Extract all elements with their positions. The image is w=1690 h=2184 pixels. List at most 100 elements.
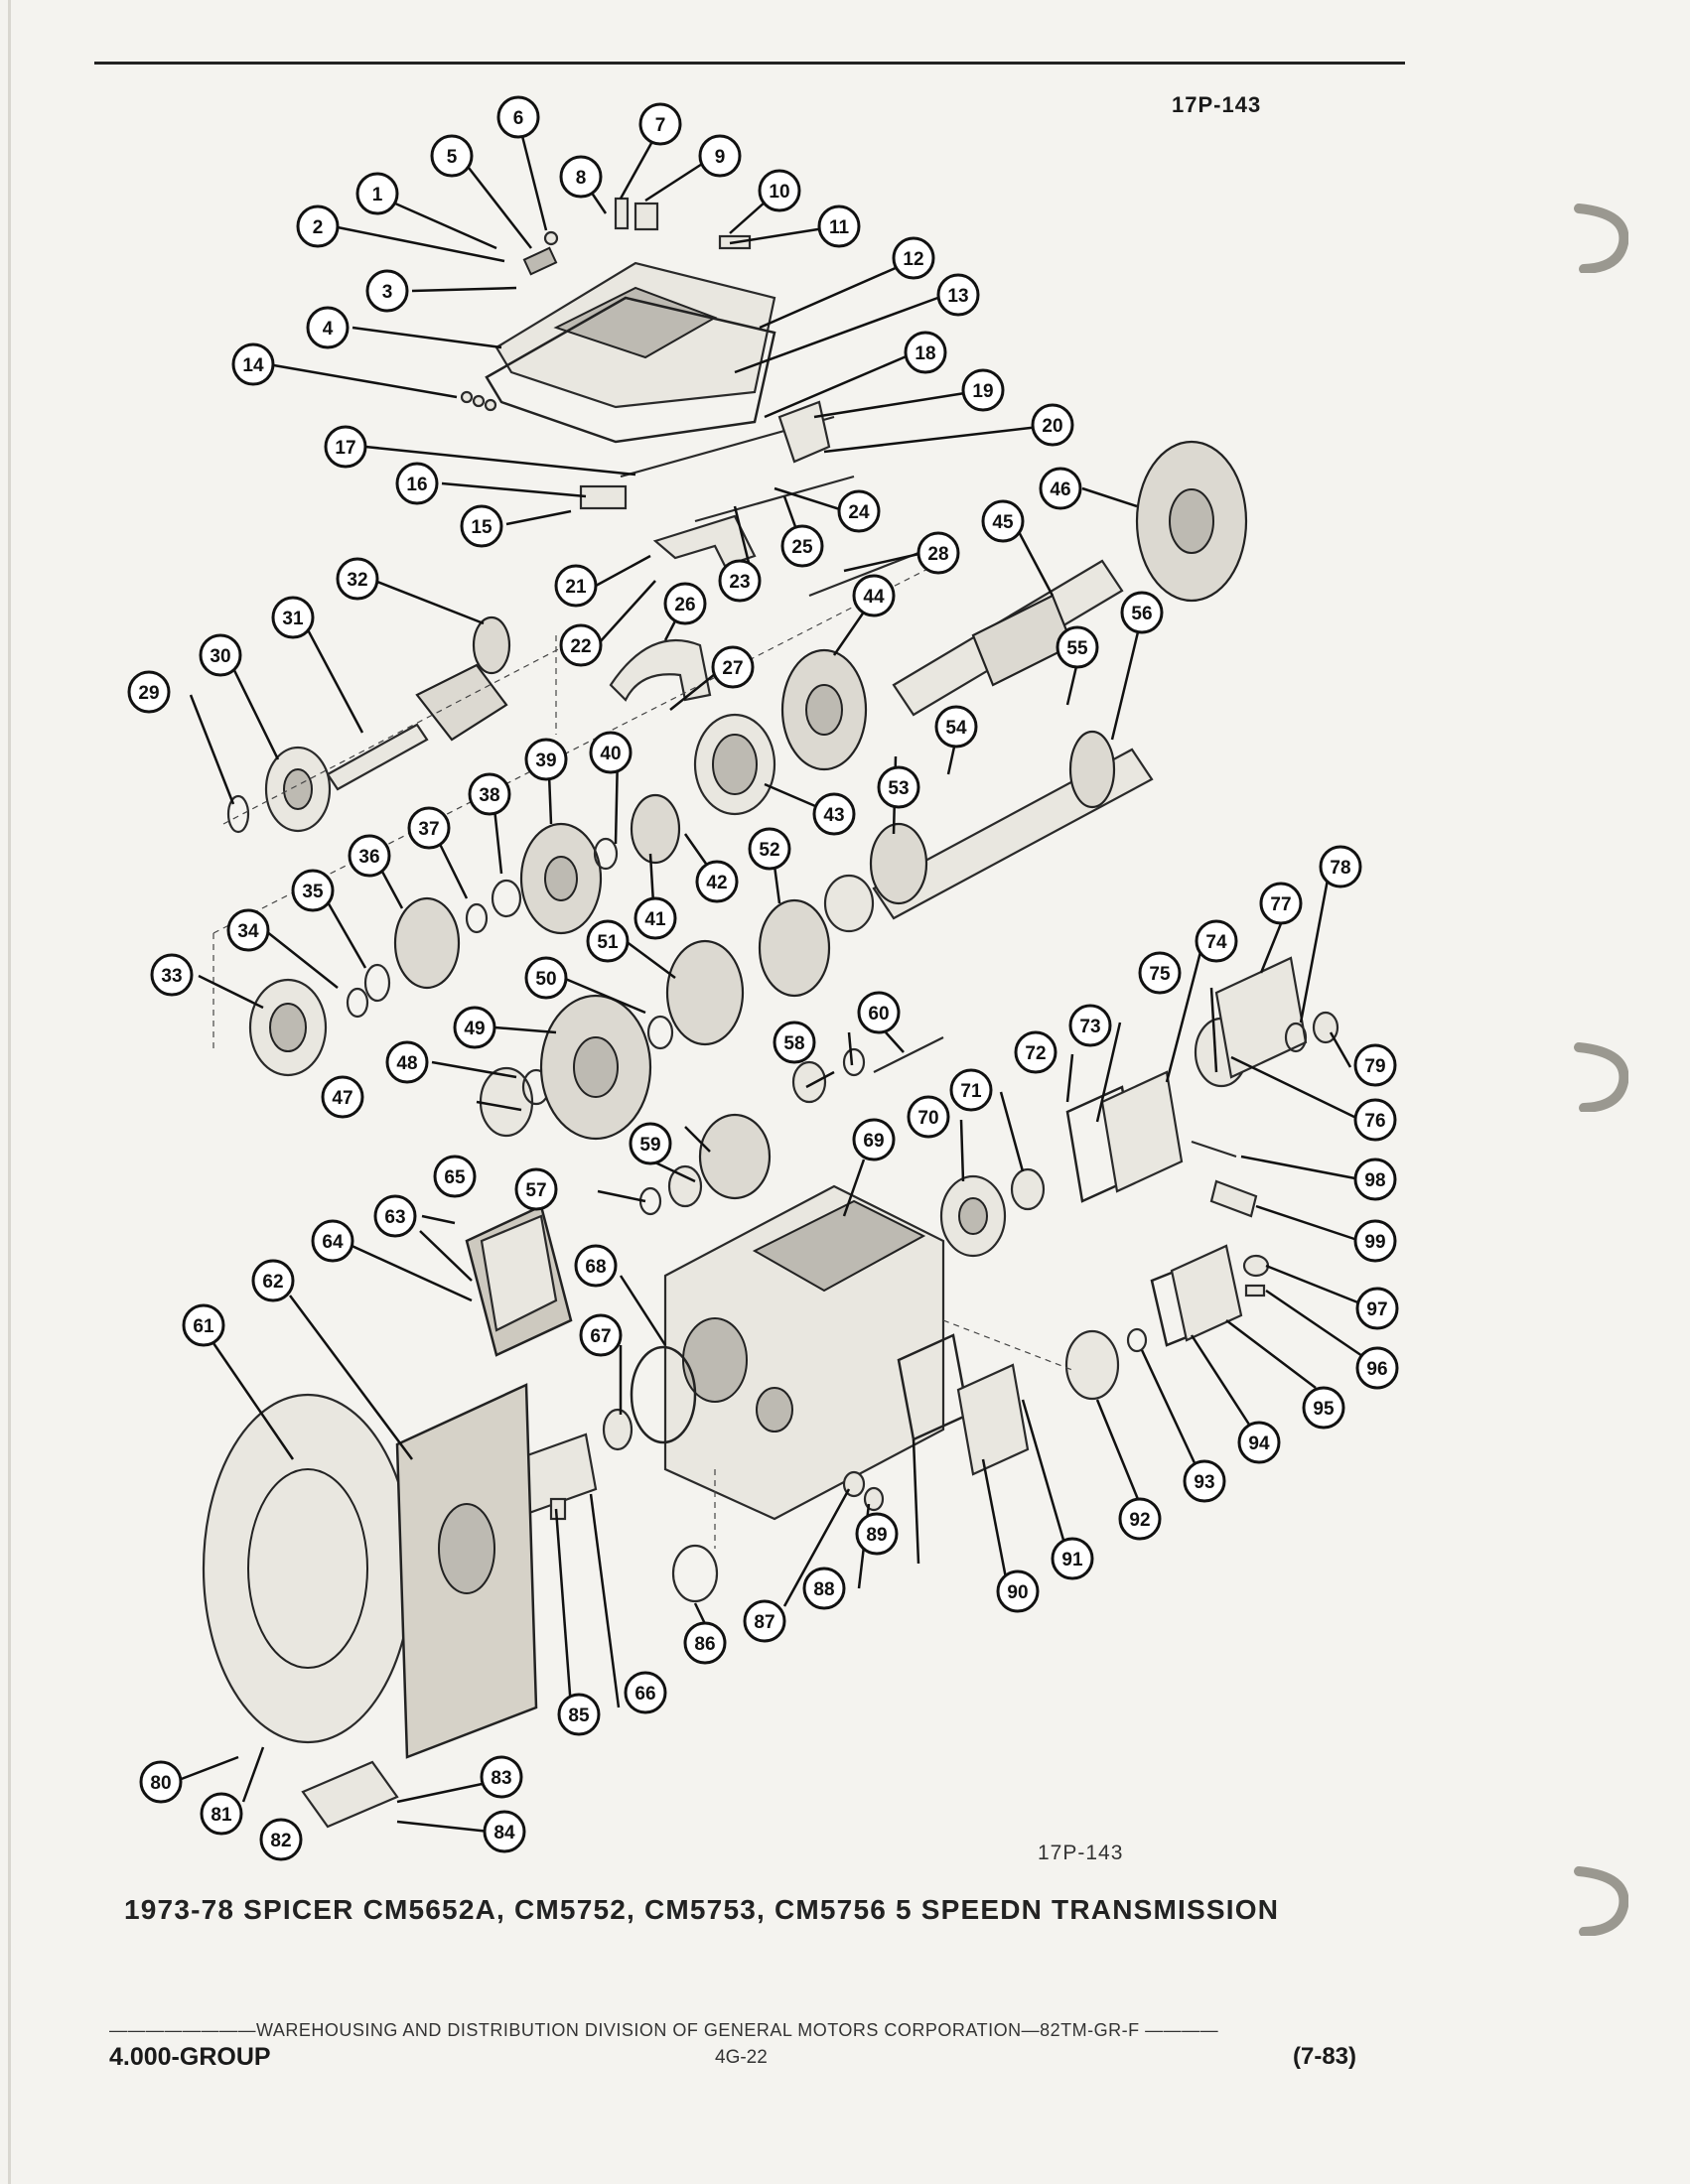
callout-circle — [324, 425, 367, 469]
callout-circle — [852, 1118, 896, 1161]
callout-91: 91 — [1051, 1537, 1094, 1580]
callout-circle — [291, 869, 335, 912]
callout-94: 94 — [1237, 1421, 1281, 1464]
callout-31: 31 — [271, 596, 315, 639]
callout-number: 67 — [590, 1326, 611, 1347]
callout-64: 64 — [311, 1219, 354, 1263]
callout-circle — [855, 1512, 899, 1556]
callout-number: 46 — [1050, 479, 1070, 500]
case-front-parts — [514, 1345, 719, 1603]
callout-circle — [311, 1219, 354, 1263]
callout-number: 4 — [323, 319, 334, 340]
callout-27: 27 — [711, 645, 755, 689]
callout-number: 92 — [1129, 1510, 1150, 1531]
mainshaft-gears — [693, 648, 868, 816]
callout-72: 72 — [1014, 1030, 1057, 1074]
callout-69: 69 — [852, 1118, 896, 1161]
callout-number: 12 — [903, 249, 923, 270]
callout-circle — [624, 1671, 667, 1714]
callout-number: 9 — [715, 147, 726, 168]
shift-cover-part — [485, 261, 776, 444]
callout-4: 4 — [306, 306, 350, 349]
callout-circle — [773, 1021, 816, 1064]
callout-88: 88 — [802, 1567, 846, 1610]
callout-49: 49 — [453, 1006, 496, 1049]
binder-hole-bottom — [1574, 1866, 1628, 1936]
callout-number: 54 — [945, 718, 967, 739]
callout-circle — [1039, 467, 1082, 510]
callout-number: 63 — [384, 1207, 405, 1228]
countershaft — [823, 730, 1154, 933]
callout-circle — [1355, 1346, 1399, 1390]
callout-19: 19 — [961, 368, 1005, 412]
callout-83: 83 — [480, 1755, 523, 1799]
callout-number: 93 — [1194, 1472, 1214, 1493]
callout-35: 35 — [291, 869, 335, 912]
callout-circle — [711, 645, 755, 689]
callout-number: 31 — [282, 609, 304, 629]
callout-circle — [996, 1570, 1040, 1613]
callout-20: 20 — [1031, 403, 1074, 447]
callout-38: 38 — [468, 772, 511, 816]
callout-number: 7 — [655, 115, 666, 136]
clutch-housing — [202, 1383, 538, 1829]
callout-36: 36 — [348, 834, 391, 878]
callout-number: 59 — [639, 1135, 660, 1156]
callout-circle — [321, 1075, 364, 1119]
callout-52: 52 — [748, 827, 791, 871]
callout-number: 56 — [1131, 604, 1152, 624]
callout-number: 96 — [1366, 1359, 1387, 1380]
callout-number: 74 — [1205, 932, 1227, 953]
callout-number: 80 — [150, 1773, 171, 1794]
callout-59: 59 — [629, 1122, 672, 1165]
callout-number: 55 — [1066, 638, 1088, 659]
callout-circle — [852, 574, 896, 617]
callout-number: 75 — [1149, 964, 1171, 985]
footer-group: 4.000-GROUP — [109, 2043, 271, 2071]
callout-number: 37 — [418, 819, 439, 840]
callout-47: 47 — [321, 1075, 364, 1119]
callout-circle — [251, 1259, 295, 1302]
callout-circle — [780, 524, 824, 568]
callout-32: 32 — [336, 557, 379, 601]
binder-hole-middle — [1574, 1042, 1628, 1112]
callout-circle — [524, 738, 568, 781]
callout-46: 46 — [1039, 467, 1082, 510]
figure-caption: 1973-78 SPICER CM5652A, CM5752, CM5753, … — [124, 1894, 1280, 1925]
callout-60: 60 — [857, 991, 901, 1034]
callout-circle — [718, 559, 762, 603]
callout-circle — [936, 273, 980, 317]
callout-2: 2 — [296, 205, 340, 248]
callout-number: 36 — [358, 847, 379, 868]
callout-33: 33 — [150, 953, 194, 997]
callout-circle — [430, 134, 474, 178]
callout-circle — [663, 582, 707, 625]
callout-number: 70 — [917, 1108, 938, 1129]
callout-circle — [306, 306, 350, 349]
callout-number: 2 — [313, 217, 324, 238]
callout-number: 61 — [193, 1316, 214, 1337]
callout-9: 9 — [698, 134, 742, 178]
callout-15: 15 — [460, 504, 503, 548]
callout-circle — [1183, 1459, 1226, 1503]
callout-number: 94 — [1248, 1433, 1270, 1454]
callout-circle — [127, 670, 171, 714]
callout-17: 17 — [324, 425, 367, 469]
callout-16: 16 — [395, 462, 439, 505]
callout-number: 86 — [694, 1634, 715, 1655]
callout-circle — [226, 908, 270, 952]
callout-number: 83 — [491, 1768, 511, 1789]
callout-number: 91 — [1061, 1550, 1083, 1570]
callout-number: 23 — [729, 572, 750, 593]
callout-number: 18 — [915, 343, 935, 364]
callout-79: 79 — [1353, 1043, 1397, 1087]
callout-circle — [365, 269, 409, 313]
callout-circle — [758, 169, 801, 212]
callout-26: 26 — [663, 582, 707, 625]
callout-51: 51 — [586, 919, 630, 963]
callout-number: 99 — [1364, 1232, 1385, 1253]
callout-circle — [496, 95, 540, 139]
binder-hole-top — [1574, 204, 1628, 273]
callout-number: 71 — [960, 1081, 982, 1102]
